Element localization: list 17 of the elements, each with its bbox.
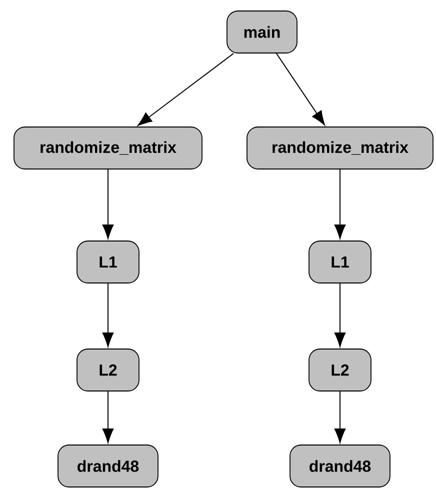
arrow bbox=[138, 52, 234, 126]
arrow bbox=[102, 168, 114, 239]
arrow bbox=[334, 282, 346, 347]
process-box: randomize_matrix bbox=[14, 126, 202, 170]
process-box: L1 bbox=[308, 240, 372, 284]
arrow bbox=[334, 390, 346, 443]
process-box: main bbox=[226, 10, 298, 54]
process-box: randomize_matrix bbox=[246, 126, 434, 170]
process-box: drand48 bbox=[58, 444, 158, 488]
process-box: L1 bbox=[76, 240, 140, 284]
process-box: drand48 bbox=[290, 444, 390, 488]
process-box: L2 bbox=[76, 348, 140, 392]
process-box: L2 bbox=[308, 348, 372, 392]
arrow bbox=[102, 282, 114, 347]
arrow bbox=[102, 390, 114, 443]
arrow bbox=[334, 168, 346, 239]
arrow bbox=[276, 52, 325, 126]
